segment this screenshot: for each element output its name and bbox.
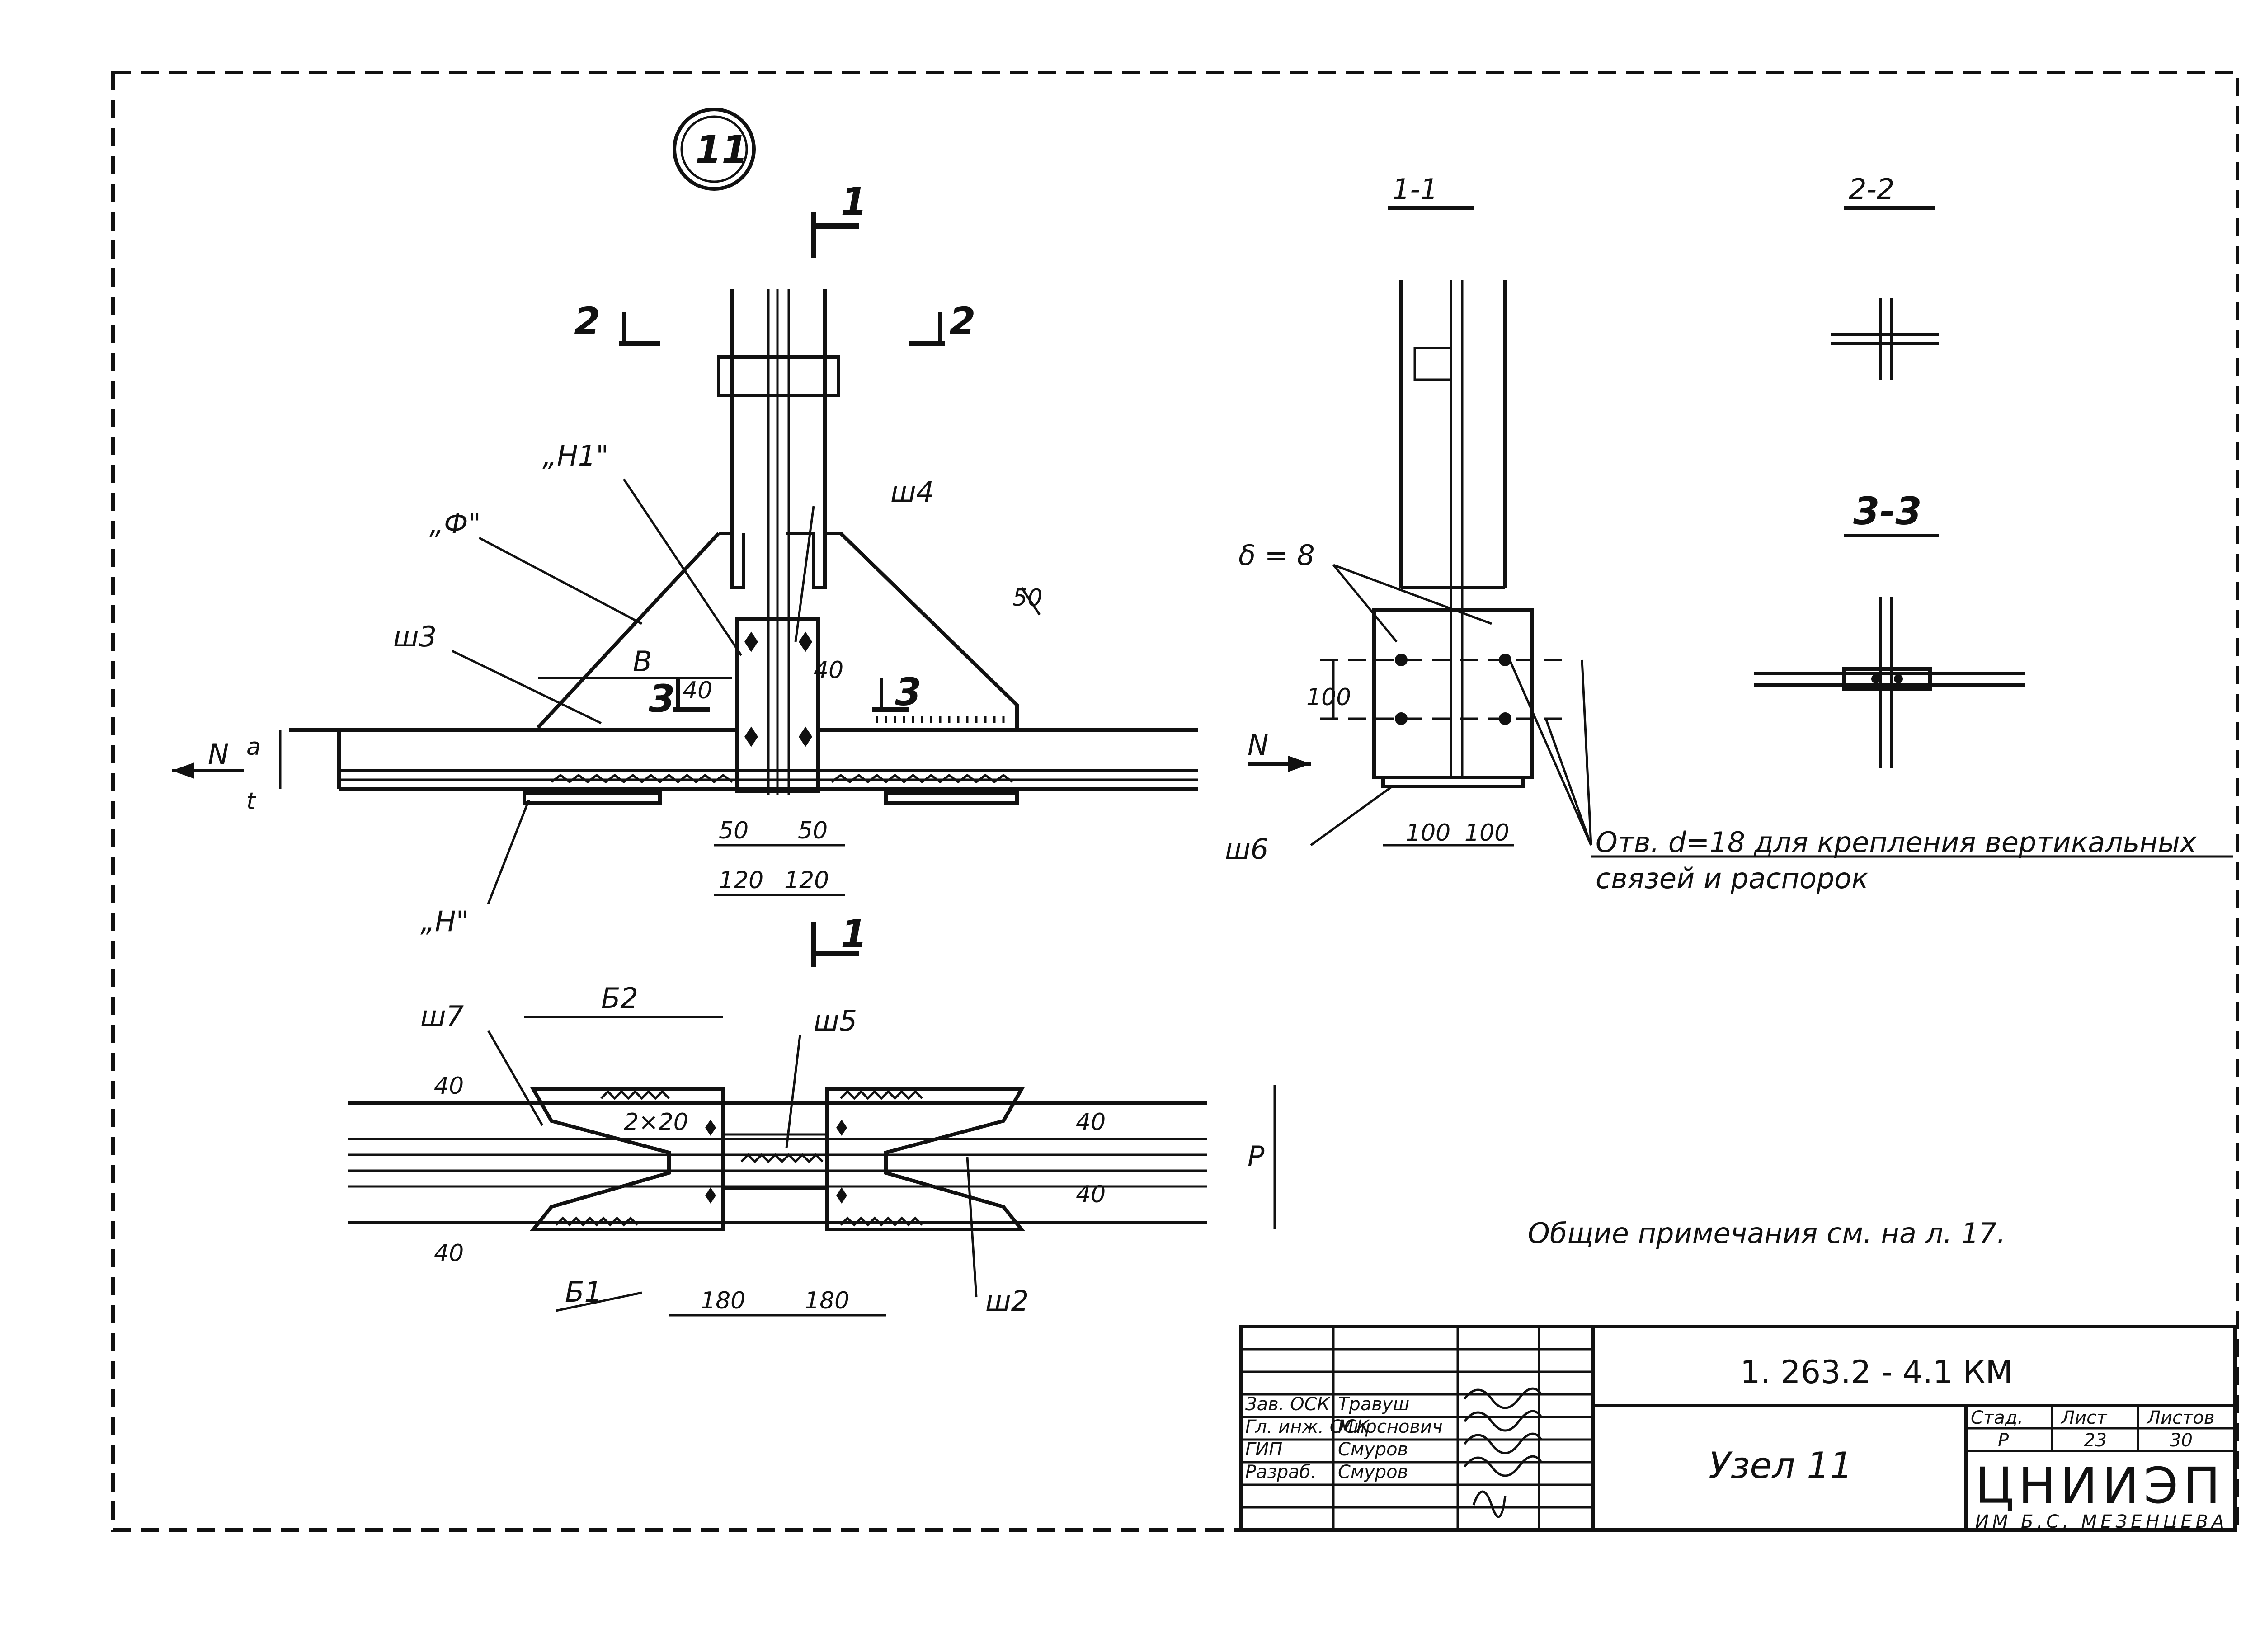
dim-b2-label: Б2: [601, 982, 638, 1015]
section-mark-3-left: 3: [649, 677, 710, 721]
dim-40-plan-right-top: 40: [1076, 1109, 1106, 1136]
dim-p-label: Р: [1248, 1140, 1265, 1173]
title-block: Зав. ОСК Травуш Гл. инж. ОСК Мирснович Г…: [1239, 1325, 2237, 1532]
weld-size-label: 2×20: [624, 1109, 688, 1136]
force-n-label-right: N: [1248, 729, 1268, 762]
tb-doc-code: 1. 263.2 - 4.1 КМ: [1740, 1354, 2013, 1391]
plan-view: Б2 Б1 180 180 Р 40 40 40 40 2×20 ш7 ш5 ш…: [348, 982, 1276, 1318]
tb-role-3: ГИП: [1245, 1439, 1282, 1460]
dim-120-left: 120: [719, 867, 763, 894]
tb-role-2: Гл. инж. ОСК: [1245, 1417, 1370, 1437]
dim-100-right: 100: [1464, 819, 1509, 847]
label-sh2: ш2: [985, 1285, 1029, 1318]
general-note: Общие примечания см. на л. 17.: [1528, 1217, 2006, 1250]
section-2-2-title: 2-2: [1849, 173, 1894, 206]
dim-t-label: t: [246, 788, 256, 815]
tb-sheets: 30: [2170, 1430, 2193, 1451]
dim-180-right: 180: [805, 1287, 849, 1314]
tb-name-1: Травуш: [1338, 1394, 1409, 1415]
dim-40-plan-top: 40: [434, 1073, 464, 1100]
hole-note: Отв. d=18 для крепления вертикальных свя…: [1591, 826, 2233, 895]
section-mark-3-right: 3: [872, 670, 921, 714]
tb-sheet: 23: [2084, 1430, 2107, 1451]
dim-50-gusset: 50: [1012, 584, 1042, 612]
hole-note-line-2: связей и распорок: [1596, 862, 1869, 895]
section-mark-2-left-text: 2: [574, 299, 600, 344]
node-marker-text: 11: [695, 127, 748, 172]
dim-40-plate: 40: [683, 677, 712, 704]
section-1-1-title: 1-1: [1392, 173, 1438, 206]
section-mark-1-top: 1: [811, 179, 867, 258]
section-1-1: 1-1 N δ = 8 100 100 100 ш6: [1225, 173, 1592, 866]
label-h1: „H1": [542, 439, 609, 472]
section-mark-2-right-text: 2: [949, 299, 975, 344]
dim-100-left: 100: [1406, 819, 1450, 847]
section-mark-1-bottom-text: 1: [841, 912, 867, 956]
tb-sheets-header: Листов: [2146, 1407, 2214, 1428]
dim-b1-label: Б1: [565, 1275, 602, 1308]
hole-note-line-1: Отв. d=18 для крепления вертикальных: [1596, 826, 2197, 859]
dim-40-plan-bottom: 40: [434, 1240, 464, 1267]
dim-50-left: 50: [719, 817, 749, 844]
tb-stage-header: Стад.: [1971, 1407, 2023, 1428]
section-3-3: 3-3: [1754, 489, 2025, 768]
tb-name-4: Смуров: [1338, 1462, 1408, 1483]
tb-role-4: Разраб.: [1245, 1462, 1316, 1483]
label-sh3: ш3: [393, 620, 437, 653]
section-2-2: 2-2: [1831, 173, 1939, 380]
section-mark-3-left-text: 3: [649, 677, 675, 721]
label-sh5: ш5: [814, 1004, 857, 1037]
force-n-label-left: N: [208, 738, 229, 771]
tb-node-title: Узел 11: [1709, 1445, 1853, 1487]
tb-name-2: Мирснович: [1338, 1417, 1443, 1437]
tb-org: ЦНИИЭП: [1975, 1457, 2225, 1515]
sheet-frame: [111, 71, 2239, 1532]
label-f: „Ф": [429, 507, 481, 540]
dim-180-left: 180: [701, 1287, 745, 1314]
section-mark-2-left: 2: [574, 299, 660, 346]
section-mark-3-right-text: 3: [895, 670, 921, 714]
section-mark-2-right: 2: [909, 299, 975, 346]
section-mark-1-top-text: 1: [841, 179, 867, 224]
dim-a-label: а: [246, 734, 261, 761]
dim-50-right: 50: [798, 817, 828, 844]
dim-120-right: 120: [784, 867, 829, 894]
tb-role-1: Зав. ОСК: [1245, 1394, 1331, 1415]
tb-stage: Р: [1998, 1430, 2009, 1451]
main-elevation: N а t 50 50 120 120 50 40 40 В „H1" „Ф" …: [172, 289, 1198, 938]
dim-40-right: 40: [814, 657, 843, 684]
tb-org-sub: ИМ Б.С. МЕЗЕНЦЕВА: [1975, 1511, 2228, 1532]
section-mark-1-bottom: 1: [811, 912, 867, 967]
label-sh6: ш6: [1225, 833, 1268, 866]
tb-name-3: Смуров: [1338, 1439, 1408, 1460]
section-3-3-title: 3-3: [1853, 489, 1922, 533]
tb-sheet-header: Лист: [2060, 1407, 2108, 1428]
label-sh4: ш4: [890, 475, 934, 508]
signature-marks: [1464, 1387, 1543, 1518]
label-delta: δ = 8: [1238, 539, 1315, 572]
label-h: „H": [420, 905, 469, 938]
node-marker: 11: [673, 108, 756, 191]
dim-100-vertical: 100: [1306, 684, 1351, 711]
label-sh7: ш7: [420, 1000, 464, 1033]
dim-b-label: В: [633, 645, 652, 678]
dim-40-plan-right-bottom: 40: [1076, 1181, 1106, 1208]
